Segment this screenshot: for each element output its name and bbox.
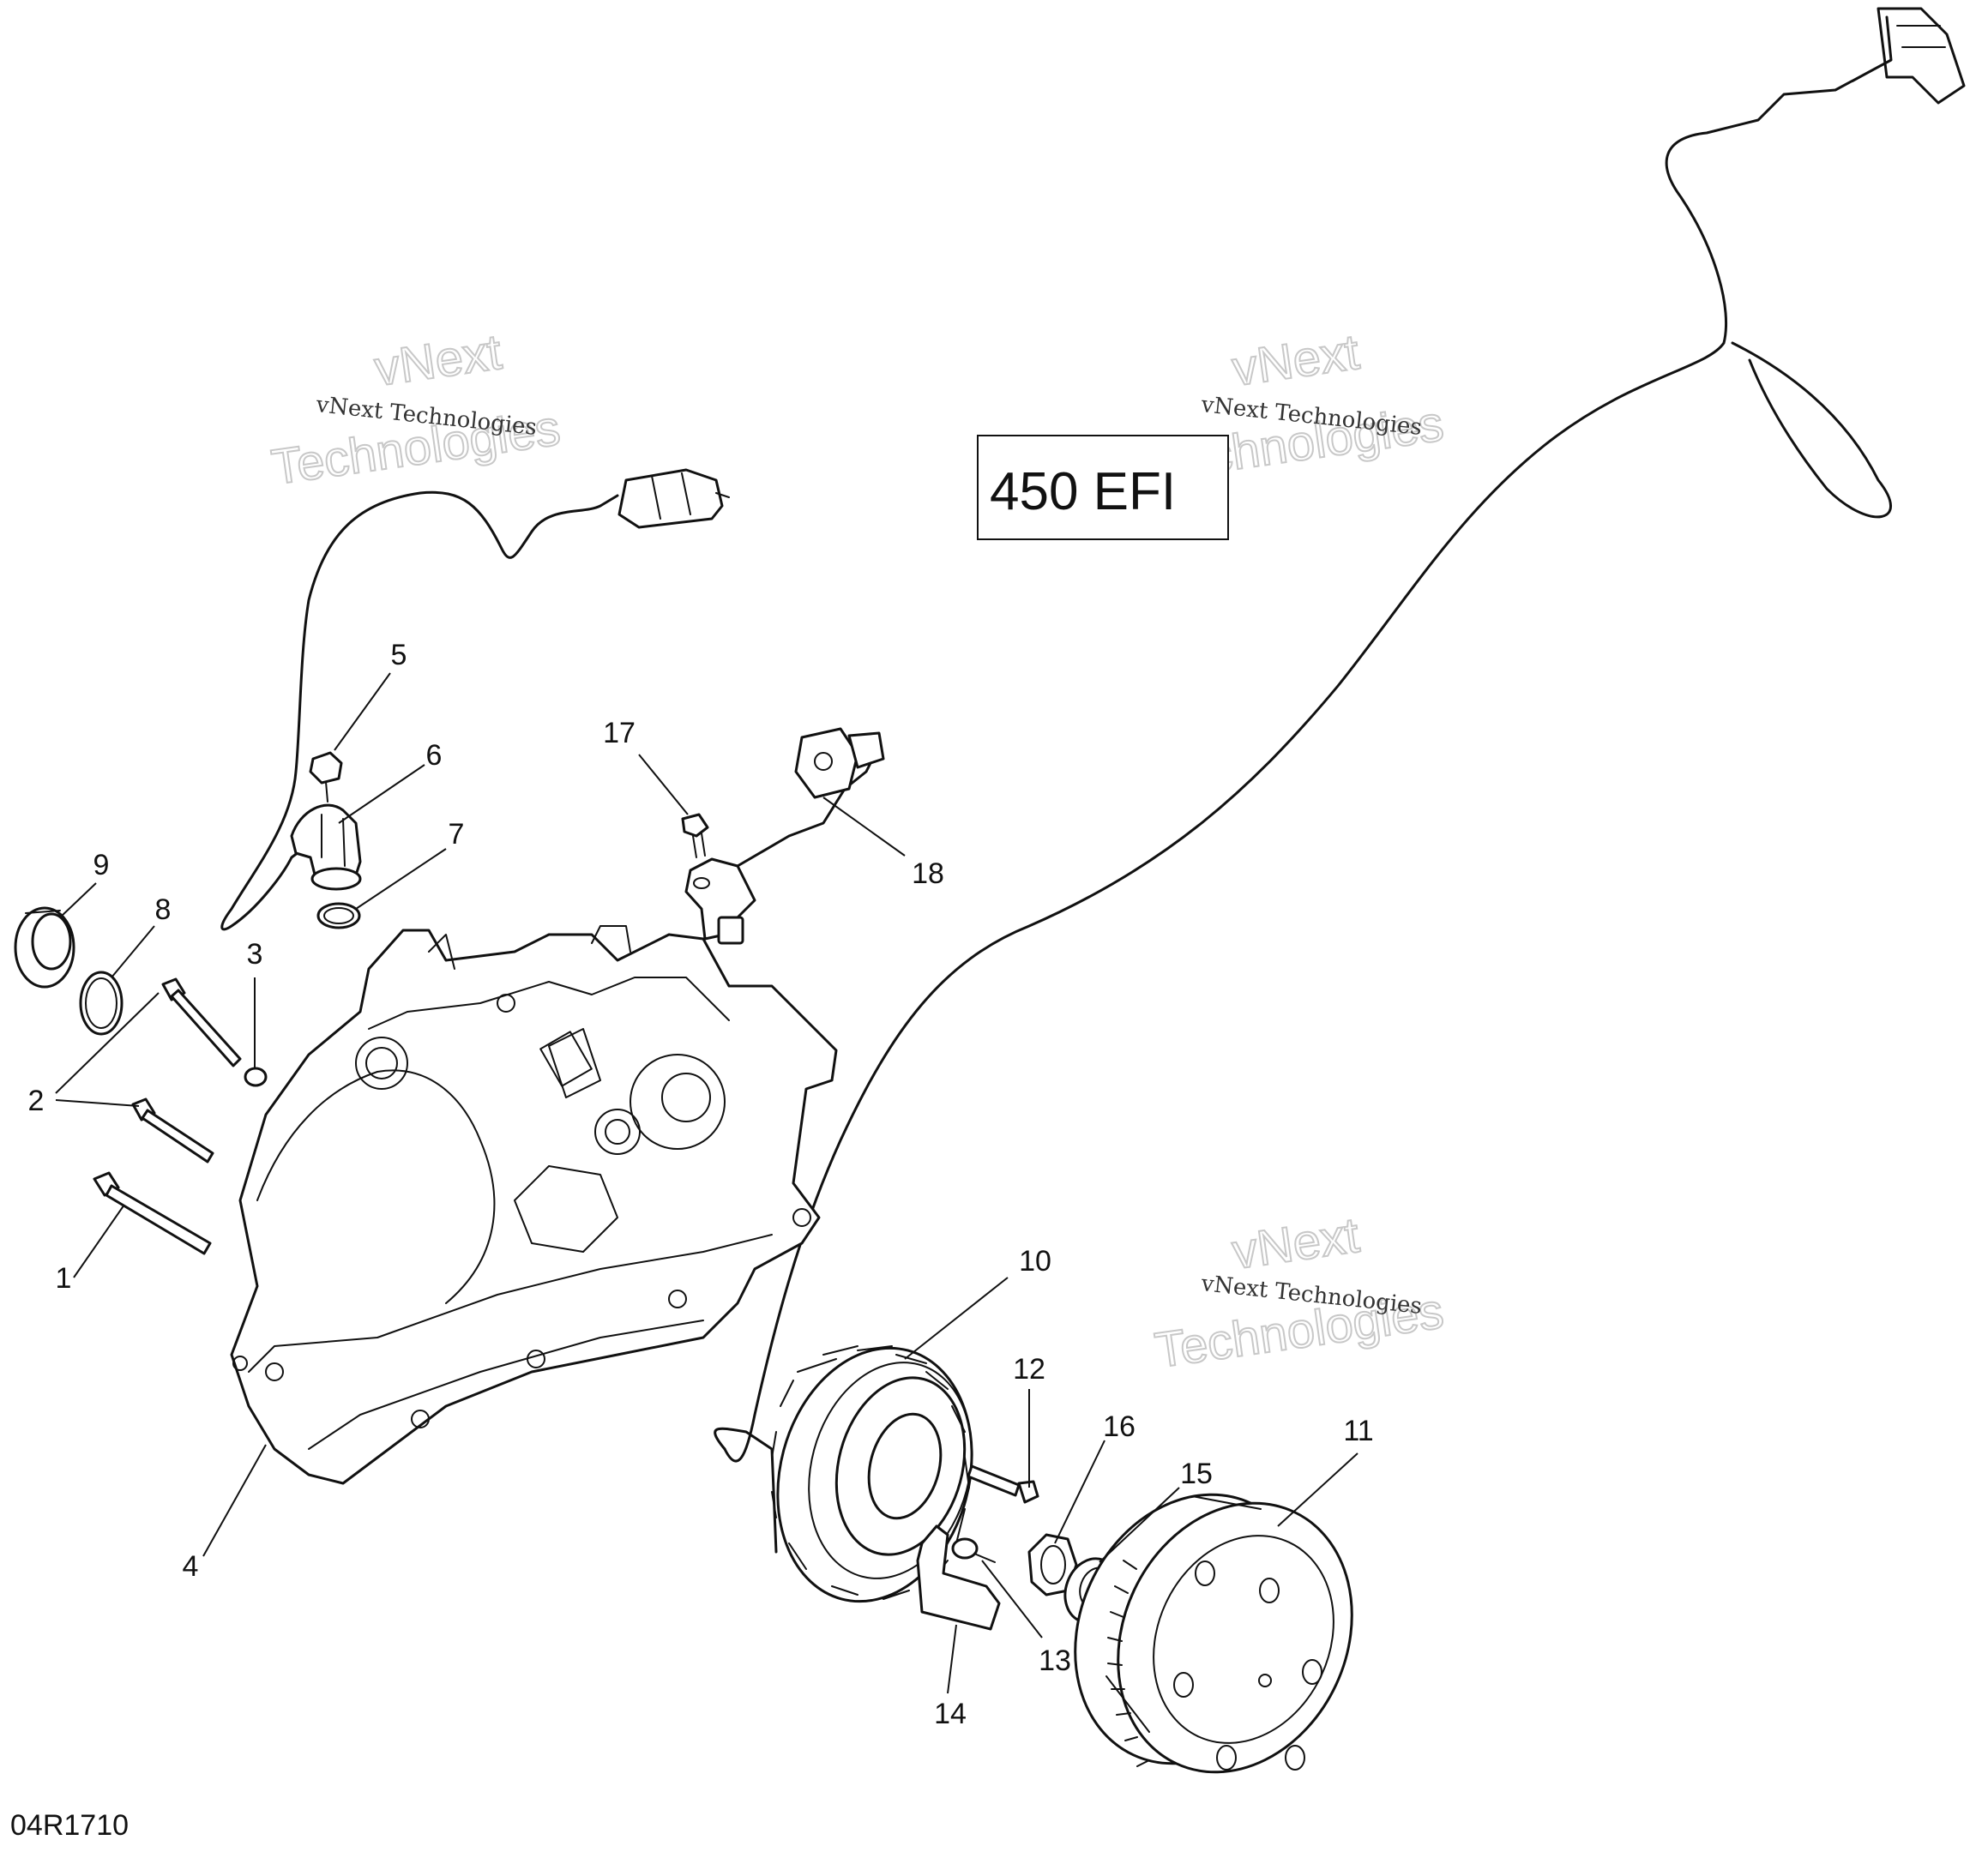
callout-12: 12 (1013, 1353, 1045, 1386)
callout-16: 16 (1103, 1410, 1136, 1443)
stator-10 (771, 1345, 973, 1603)
svg-text:vNext: vNext (1229, 324, 1363, 397)
svg-text:vNext: vNext (371, 324, 505, 397)
sensor-6 (290, 803, 362, 891)
o-ring-8 (79, 971, 123, 1036)
crankcase-cover-4 (230, 925, 838, 1485)
leader-lines (55, 672, 1358, 1694)
o-ring-8-inner (85, 977, 117, 1029)
callout-6: 6 (426, 739, 443, 772)
washer-3 (244, 1067, 268, 1087)
model-label-box: 450 EFI (977, 435, 1229, 540)
stator-harness-wire (714, 7, 1966, 1554)
reference-code: 04R1710 (10, 1809, 129, 1842)
bolt-2b (131, 1097, 214, 1164)
bolt-17 (681, 813, 709, 858)
watermark-top-left: vNext Technologies vNext Technologies (268, 323, 564, 496)
screw-13 (951, 1537, 996, 1563)
callout-5: 5 (391, 639, 407, 671)
callout-17: 17 (603, 717, 636, 749)
bracket-14 (916, 1524, 1001, 1631)
svg-text:vNext: vNext (1229, 1207, 1363, 1280)
watermark-bottom-right: vNext Technologies vNext Technologies (1151, 1206, 1448, 1380)
bolt-1 (93, 1171, 212, 1255)
bolt-12 (967, 1464, 1039, 1504)
bolt-5 (309, 751, 343, 803)
callout-2: 2 (28, 1085, 45, 1117)
bolt-2a (161, 977, 242, 1067)
callout-7: 7 (449, 818, 465, 851)
callout-4: 4 (183, 1550, 199, 1583)
callout-1: 1 (56, 1262, 72, 1295)
callout-15: 15 (1180, 1458, 1213, 1490)
callout-10: 10 (1019, 1245, 1051, 1278)
callout-9: 9 (93, 849, 110, 881)
speed-sensor-18 (684, 727, 885, 945)
callout-14: 14 (934, 1698, 967, 1730)
sensor-6-harness (220, 468, 730, 931)
callout-3: 3 (247, 938, 263, 971)
model-label: 450 EFI (990, 462, 1176, 521)
o-ring-7-inner (323, 907, 354, 924)
callout-18: 18 (912, 857, 944, 890)
callout-8: 8 (155, 893, 172, 926)
seal-9 (14, 906, 75, 989)
callout-numbers: 1 2 3 4 5 6 7 8 9 10 11 12 13 14 15 16 1… (28, 639, 1374, 1730)
flywheel-11 (1074, 1493, 1353, 1774)
callout-11: 11 (1343, 1415, 1373, 1447)
callout-13: 13 (1039, 1645, 1071, 1677)
